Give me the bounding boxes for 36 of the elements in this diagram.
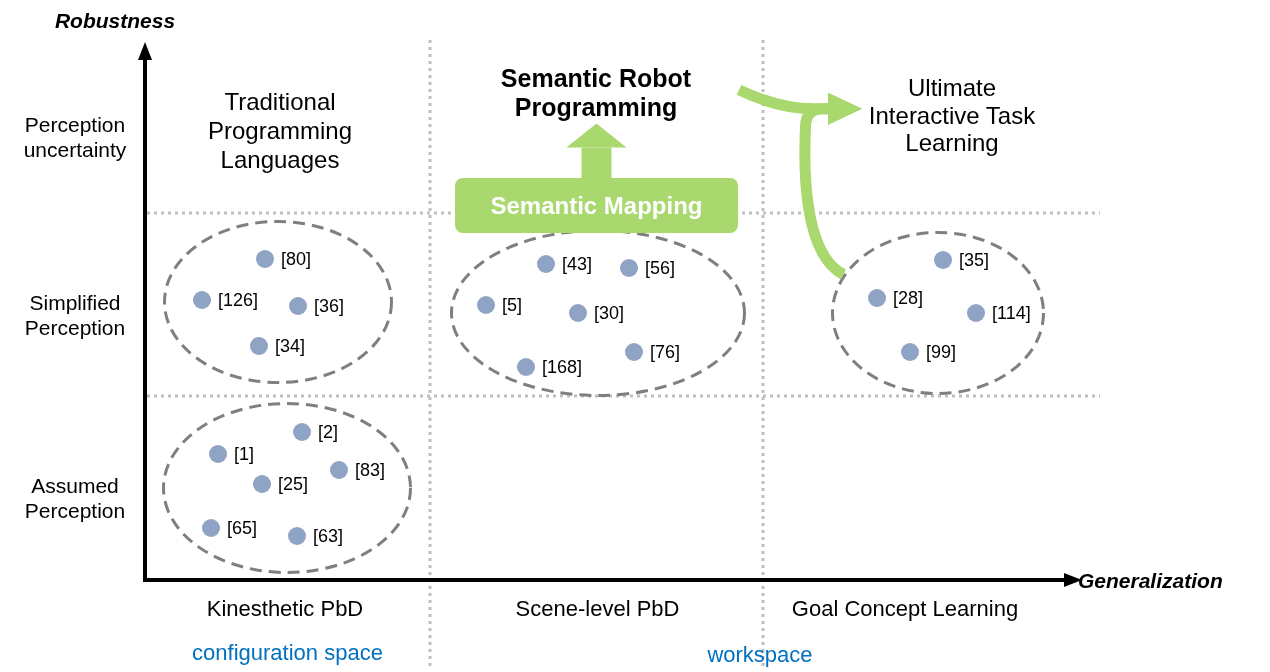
citation-label: [34]	[275, 335, 306, 357]
space-label: workspace	[707, 642, 813, 667]
citation-label: [2]	[318, 421, 338, 443]
space-label: configuration space	[192, 640, 383, 665]
citation-label: [114]	[992, 302, 1031, 324]
citation-label: [5]	[502, 294, 522, 316]
citation-label: [126]	[218, 289, 259, 311]
citation-label: [63]	[313, 525, 344, 547]
citation-label: [168]	[542, 356, 583, 378]
citation-label: [76]	[650, 341, 681, 363]
goal-title: Semantic Robot Programming	[499, 64, 693, 122]
axis-title: Robustness	[54, 9, 176, 32]
column-label: Scene-level PbD	[515, 596, 680, 621]
axis-title: Generalization	[1078, 569, 1223, 592]
citation-label: [28]	[893, 287, 924, 309]
row-label: Simplified Perception	[24, 291, 126, 340]
arrow	[566, 123, 627, 178]
citation-label: [65]	[227, 517, 258, 539]
method-box: Semantic Mapping	[455, 178, 738, 233]
citation-label: [56]	[645, 257, 676, 279]
citation-label: [99]	[926, 341, 957, 363]
citation-label: [25]	[278, 473, 309, 495]
citation-label: [35]	[959, 249, 990, 271]
row-label: Perception uncertainty	[23, 113, 127, 162]
citation-label: [80]	[281, 248, 312, 270]
goal-title: Ultimate Interactive Task Learning	[867, 74, 1037, 157]
column-label: Goal Concept Learning	[791, 596, 1019, 621]
quadrant-title: Traditional Programming Languages	[207, 88, 352, 173]
row-label: Assumed Perception	[24, 474, 126, 523]
column-label: Kinesthetic PbD	[206, 596, 364, 621]
citation-label: [43]	[562, 253, 593, 275]
citation-label: [30]	[594, 302, 625, 324]
citation-label: [83]	[355, 459, 386, 481]
citation-label: [36]	[314, 295, 345, 317]
citation-label: [1]	[234, 443, 254, 465]
arrow	[799, 92, 862, 280]
